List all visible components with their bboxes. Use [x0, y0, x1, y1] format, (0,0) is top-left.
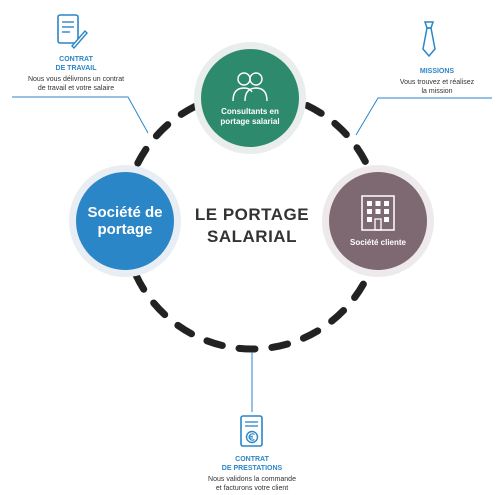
contrat-prestations-title-line2: DE PRESTATIONS	[221, 465, 283, 472]
consultants-label-line1: Consultants en	[221, 107, 279, 116]
contrat-prestations-text-line1: Nous validons la commande	[208, 476, 296, 483]
contrat-prestations-title-line1: CONTRAT	[235, 456, 269, 463]
annotation-contrat-prestations: CONTRAT DE PRESTATIONS Nous validons la …	[180, 455, 324, 493]
tie-icon	[422, 21, 436, 58]
title-line1: LE PORTAGE	[194, 205, 310, 224]
diagram-title: LE PORTAGE SALARIAL	[180, 204, 324, 248]
node-societe-cliente: Société cliente	[322, 165, 434, 277]
connector-contrat-travail	[12, 96, 149, 134]
contrat-travail-text-line2: de travail et votre salaire	[37, 85, 115, 92]
document-pen-icon	[57, 14, 88, 49]
consultants-icon	[232, 72, 268, 102]
building-icon	[361, 195, 395, 231]
annotation-contrat-travail: CONTRAT DE TRAVAIL Nous vous délivrons u…	[12, 55, 140, 93]
missions-title: MISSIONS	[419, 68, 455, 75]
missions-text-line1: Vous trouvez et réalisez	[399, 79, 475, 86]
contrat-prestations-text-line2: et facturons votre client	[215, 485, 289, 492]
contrat-travail-text-line1: Nous vous délivrons un contrat	[27, 76, 125, 83]
title-line2: SALARIAL	[207, 227, 297, 246]
annotation-missions: MISSIONS Vous trouvez et réalisez la mis…	[372, 67, 502, 96]
node-consultants: Consultants en portage salarial	[194, 42, 306, 154]
node-societe-portage: Société de portage	[69, 165, 181, 277]
societe-cliente-label: Société cliente	[349, 238, 407, 247]
contrat-travail-title-line2: DE TRAVAIL	[55, 65, 97, 72]
contrat-travail-title-line1: CONTRAT	[59, 56, 93, 63]
euro-invoice-icon	[240, 415, 263, 447]
missions-text-line2: la mission	[421, 88, 453, 95]
societe-portage-label-line2: portage	[97, 221, 153, 238]
connector-missions	[355, 97, 492, 136]
consultants-label-line2: portage salarial	[220, 117, 280, 126]
societe-portage-label-line1: Société de	[87, 204, 163, 221]
